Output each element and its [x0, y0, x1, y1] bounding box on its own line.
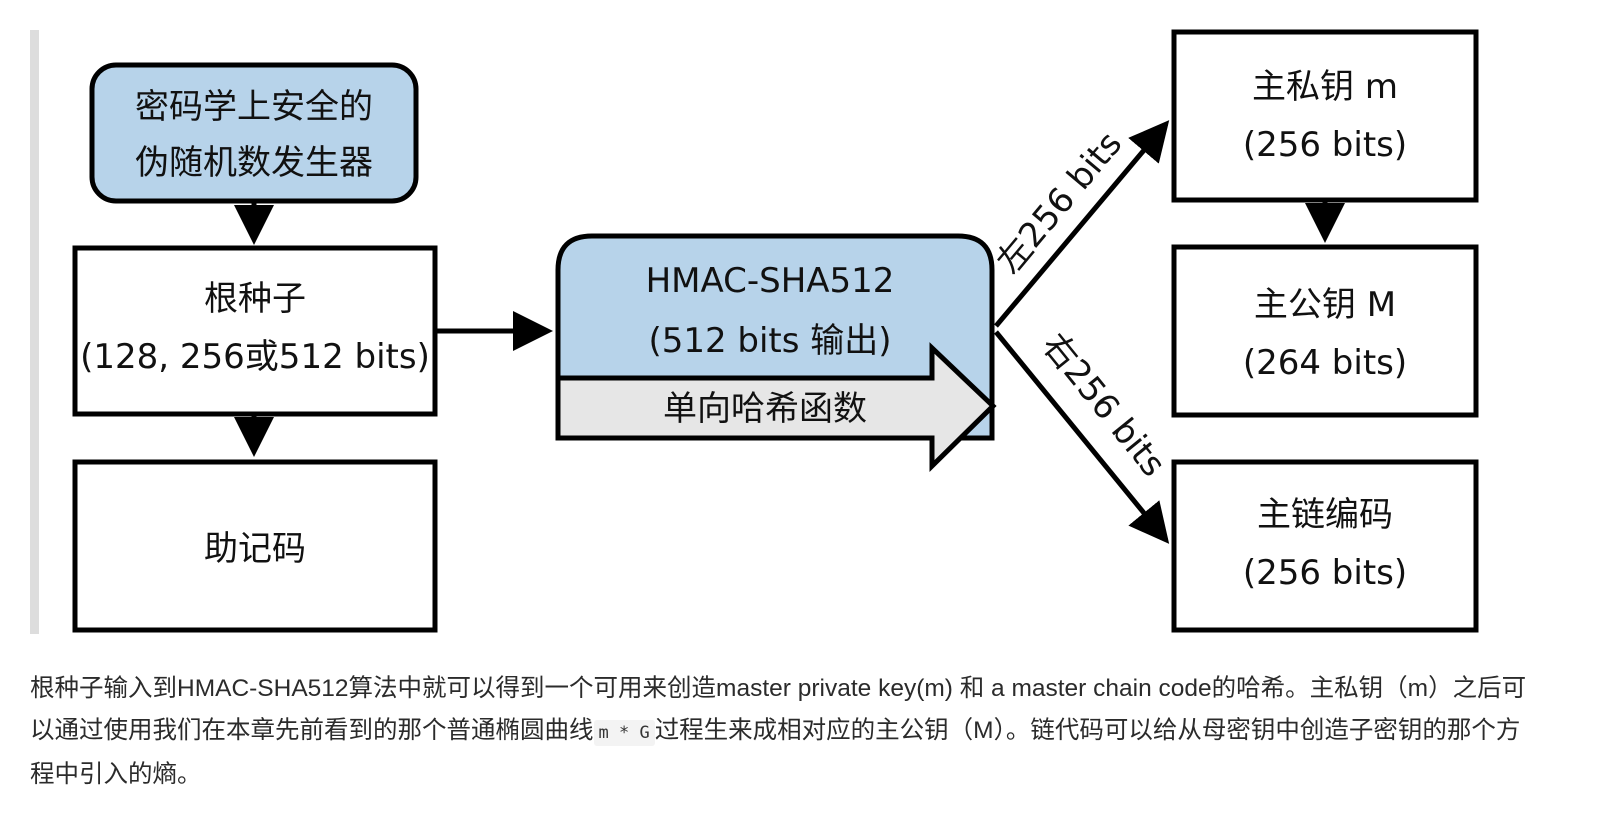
left-bits-label: 左256 bits: [989, 124, 1130, 281]
mnemonic-label: 助记码: [204, 529, 306, 569]
arrow-hmac-to-private-key: [994, 120, 1170, 328]
master-chain-code-line2: (256 bits): [1243, 553, 1407, 593]
hmac-label-line2: (512 bits 输出): [648, 321, 891, 361]
master-private-key-line2: (256 bits): [1243, 125, 1407, 165]
root-seed-label-line2: (128, 256或512 bits): [80, 337, 430, 377]
arrow-hmac-to-chain-code: [994, 330, 1170, 544]
master-public-key-box: 主公钥 M (264 bits): [1171, 244, 1479, 418]
root-seed-box: 根种子 (128, 256或512 bits): [72, 245, 438, 417]
quote-bar: [30, 30, 39, 634]
master-private-key-box: 主私钥 m (256 bits): [1171, 29, 1479, 203]
one-way-hash-label: 单向哈希函数: [663, 389, 867, 429]
master-public-key-line1: 主公钥 M: [1254, 285, 1396, 325]
one-way-hash-arrow: 单向哈希函数: [555, 342, 997, 472]
caption-text-part2: 过程生来成相对应的主公钥（M）。链代码可以给从母密钥中创造子密钥的那个方程中引入…: [30, 717, 1521, 788]
caption-paragraph: 根种子输入到HMAC-SHA512算法中就可以得到一个可用来创造master p…: [30, 668, 1530, 796]
hmac-label-line1: HMAC-SHA512: [646, 261, 895, 301]
mnemonic-box: 助记码: [72, 459, 438, 633]
prng-box: 密码学上安全的 伪随机数发生器: [89, 62, 419, 204]
master-chain-code-box: 主链编码 (256 bits): [1171, 459, 1479, 633]
master-public-key-line2: (264 bits): [1243, 343, 1407, 383]
caption-code: m * G: [593, 720, 655, 746]
prng-label-line1: 密码学上安全的: [135, 87, 373, 127]
hd-wallet-diagram: 密码学上安全的 伪随机数发生器 根种子 (128, 256或512 bits) …: [30, 29, 1479, 634]
prng-label-line2: 伪随机数发生器: [135, 143, 373, 183]
master-private-key-line1: 主私钥 m: [1252, 67, 1398, 107]
master-chain-code-line1: 主链编码: [1257, 495, 1393, 535]
root-seed-label-line1: 根种子: [204, 279, 306, 319]
caption-text-part1: 根种子输入到HMAC-SHA512算法中就可以得到一个可用来创造master p…: [30, 675, 1527, 744]
